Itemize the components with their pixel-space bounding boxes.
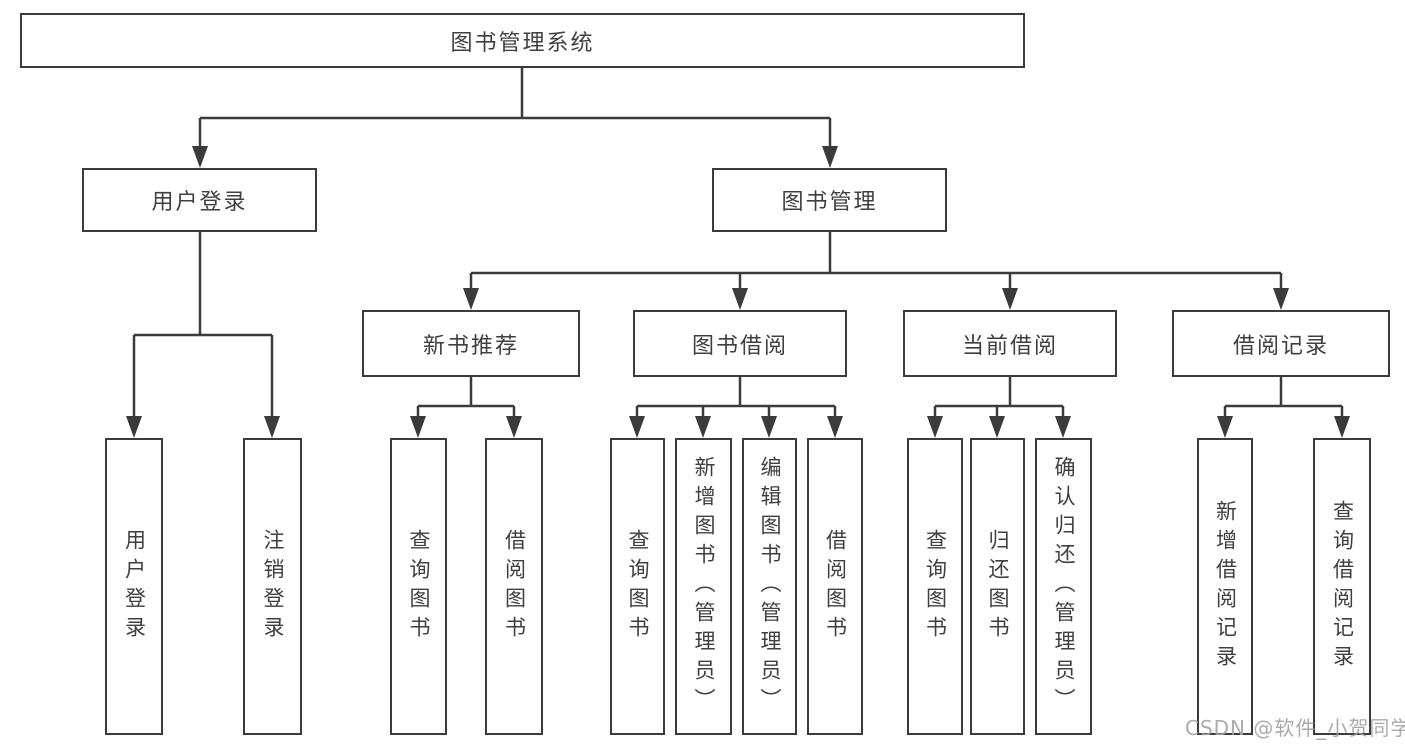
node-book-management-label: 图书管理 (781, 190, 878, 215)
connector-management-to-level3 (463, 232, 1289, 310)
leaf-add-book-admin-label: 新增图书（管理员） (692, 456, 716, 717)
leaf-borrow-books-recommend: 借阅图书 (485, 438, 543, 735)
node-new-book-recommend: 新书推荐 (362, 310, 580, 377)
node-user-login: 用户登录 (82, 168, 317, 232)
node-borrow-records: 借阅记录 (1172, 310, 1390, 377)
leaf-user-login: 用户登录 (105, 438, 163, 735)
node-book-management: 图书管理 (712, 168, 947, 232)
connector-recommend-children (410, 377, 522, 438)
connector-records-children (1217, 377, 1350, 438)
node-root: 图书管理系统 (20, 13, 1025, 68)
node-borrow-records-label: 借阅记录 (1232, 333, 1329, 359)
leaf-query-books-borrow: 查询图书 (610, 438, 665, 735)
leaf-query-books-borrow-label: 查询图书 (626, 528, 650, 645)
leaf-return-book-label: 归还图书 (986, 528, 1010, 645)
connector-login-children (126, 232, 280, 438)
leaf-borrow-books: 借阅图书 (807, 438, 863, 735)
leaf-user-login-label: 用户登录 (122, 528, 147, 645)
leaf-edit-book-admin: 编辑图书（管理员） (742, 438, 797, 735)
node-book-borrow: 图书借阅 (633, 310, 847, 377)
leaf-query-books-recommend-label: 查询图书 (407, 528, 431, 645)
leaf-return-book: 归还图书 (970, 438, 1025, 735)
leaf-confirm-return-admin: 确认归还（管理员） (1035, 438, 1092, 735)
node-current-borrow-label: 当前借阅 (961, 333, 1058, 359)
leaf-edit-book-admin-label: 编辑图书（管理员） (758, 456, 782, 717)
leaf-borrow-books-recommend-label: 借阅图书 (502, 528, 527, 645)
leaf-add-borrow-record: 新增借阅记录 (1197, 438, 1253, 735)
node-root-label: 图书管理系统 (450, 30, 595, 56)
leaf-borrow-books-label: 借阅图书 (823, 528, 848, 645)
leaf-query-books-current-label: 查询图书 (923, 528, 948, 645)
leaf-query-borrow-record: 查询借阅记录 (1313, 438, 1371, 735)
connector-current-children (927, 377, 1071, 438)
leaf-query-books-recommend: 查询图书 (390, 438, 447, 735)
node-book-borrow-label: 图书借阅 (691, 333, 788, 359)
connector-borrow-children (629, 377, 843, 438)
node-user-login-label: 用户登录 (151, 190, 248, 215)
csdn-watermark: CSDN @软件_小贺同学 (1185, 716, 1405, 740)
leaf-confirm-return-admin-label: 确认归还（管理员） (1052, 456, 1076, 717)
node-new-book-recommend-label: 新书推荐 (422, 333, 519, 359)
leaf-add-book-admin: 新增图书（管理员） (675, 438, 732, 735)
leaf-query-books-current: 查询图书 (907, 438, 963, 735)
leaf-logout: 注销登录 (243, 438, 302, 735)
connector-root-to-level2 (192, 68, 838, 168)
leaf-query-borrow-record-label: 查询借阅记录 (1330, 499, 1355, 674)
leaf-add-borrow-record-label: 新增借阅记录 (1213, 499, 1238, 674)
node-current-borrow: 当前借阅 (903, 310, 1117, 377)
leaf-logout-label: 注销登录 (261, 528, 285, 645)
